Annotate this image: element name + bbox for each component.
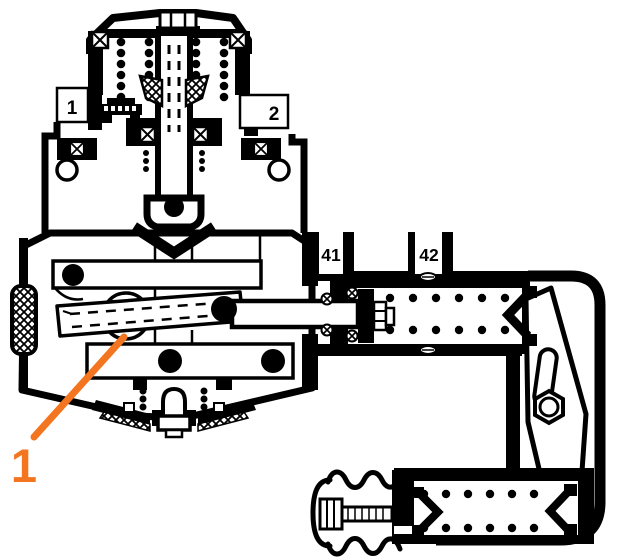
- retainer-chevron-icon: [131, 222, 217, 260]
- rod-pin-icon: [211, 296, 237, 322]
- callout-label: 1: [11, 439, 37, 492]
- pushrod-head-icon: [412, 487, 444, 536]
- port-label-box-2: 2: [238, 93, 290, 130]
- port-42: 42: [408, 232, 453, 276]
- valve-stem: [138, 30, 210, 201]
- pivot-pin-icon: [62, 264, 84, 286]
- actuator-lever: [523, 285, 589, 527]
- piston-icon: [358, 289, 374, 343]
- port-42-label: 42: [419, 245, 439, 265]
- packing-seal-icon: [184, 74, 210, 109]
- gland-block: [392, 470, 414, 544]
- port-41-label: 41: [321, 245, 341, 265]
- upper-link-bar: [51, 259, 263, 301]
- rod-seal-icon: [320, 286, 359, 343]
- stem-guide-cup: [131, 194, 217, 260]
- pin-icon: [158, 349, 182, 373]
- diaphragm-icon: [98, 411, 151, 432]
- callout-1: 1: [11, 333, 128, 492]
- callout-leader-line: [30, 333, 128, 441]
- connecting-rod: [211, 286, 361, 343]
- pin-icon: [164, 197, 184, 217]
- lever-tip-hook-icon: [544, 484, 577, 536]
- o-ring-icon: [55, 158, 79, 182]
- cover-assembly: 1 2: [41, 9, 308, 260]
- bottom-valve-assembly: [92, 378, 256, 439]
- spring-icon: [139, 387, 208, 411]
- knurl-grip-icon: [10, 284, 38, 356]
- upper-cylinder: [316, 272, 530, 356]
- packing-seal-icon: [138, 74, 164, 109]
- bottom-cylinder: [392, 468, 594, 544]
- knurled-adjuster: [10, 238, 38, 392]
- lever-part-1: [55, 290, 245, 338]
- lower-link-bar: [85, 342, 295, 380]
- pin-icon: [261, 349, 285, 373]
- piston-bolt-icon: [372, 300, 396, 332]
- bellows-boot-icon: [310, 469, 403, 557]
- seal-x-icon: [90, 30, 248, 50]
- o-ring-icon: [267, 158, 291, 182]
- port-41: 41: [312, 232, 354, 276]
- poppet-icon: [161, 386, 187, 423]
- port-2-label: 2: [269, 104, 280, 125]
- push-bolt-icon: [318, 497, 394, 531]
- port-1-label: 1: [67, 98, 78, 119]
- cylinder-spring-icon: [385, 293, 510, 335]
- port-label-box-1: 1: [55, 86, 90, 124]
- actuator-assembly: 41 42: [302, 232, 606, 557]
- piston-hook-icon: [501, 286, 537, 346]
